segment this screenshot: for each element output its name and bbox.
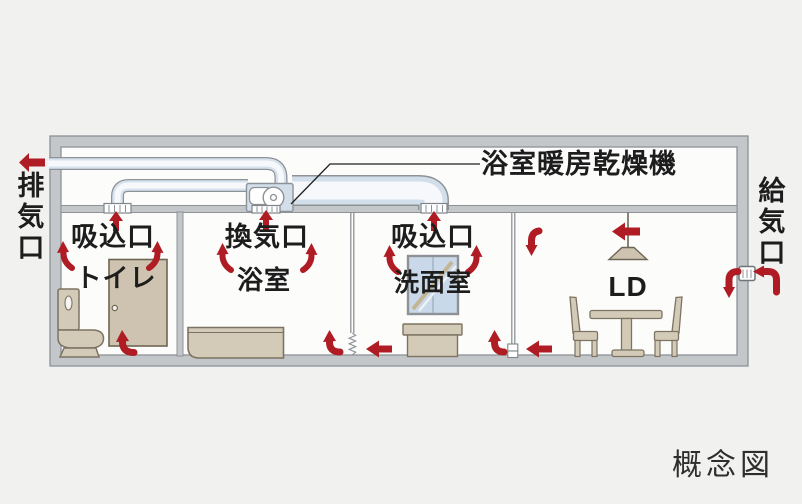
washroom-floor-up-arrow-icon	[488, 330, 508, 356]
washroom-inlet-label: 吸込口	[391, 222, 475, 252]
exhaust-duct	[48, 157, 288, 189]
partition-toilet-bath	[176, 211, 184, 357]
exhaust-duct-lumen	[48, 160, 284, 189]
bath-vent-arrow-icon	[259, 210, 273, 230]
bath-vent-label: 換気口	[225, 222, 309, 252]
washroom-duct-lumen	[292, 181, 443, 211]
air-gap-squiggle-icon	[347, 332, 358, 356]
room-label-living-dining: LD	[608, 271, 648, 302]
wall-band	[50, 136, 748, 366]
washroom-inlet-arrow-icon	[427, 211, 441, 231]
ld-downdraft-arrow-icon	[525, 227, 543, 256]
toilet-inlet-arrow-icon	[109, 211, 123, 231]
room-label-bathroom: 浴室	[236, 265, 292, 295]
bath-floor-up-arrow-icon	[323, 330, 344, 356]
toilet-duct	[111, 179, 248, 207]
room-label-toilet: トイレ	[75, 263, 157, 293]
unit-label: 浴室暖房乾燥機	[481, 149, 677, 179]
washroom-rising-air-arrows	[383, 245, 483, 275]
leader-line	[290, 163, 480, 205]
supply-inside-arrow-icon	[723, 268, 742, 298]
washroom-to-bath-arrow-icon	[366, 340, 392, 358]
partition-bath-washroom	[350, 212, 355, 333]
ceiling-line	[60, 205, 738, 213]
toilet-icon	[57, 288, 105, 358]
toilet-duct-lumen	[114, 182, 248, 207]
partition-walls	[176, 211, 519, 359]
wall-outer-line	[49, 135, 749, 367]
exhaust-port-label: 排気口	[13, 171, 44, 264]
washroom-duct	[292, 175, 449, 217]
exhaust-arrow-icon	[19, 153, 45, 172]
supply-outside-arrow-icon	[753, 265, 780, 296]
toilet-rising-air-arrows	[57, 241, 164, 271]
wall-vent-icon	[738, 265, 756, 282]
vanity-cabinet	[406, 334, 459, 358]
toilet-door-undercut-arrow-icon	[116, 330, 138, 356]
partition-washroom-ld	[511, 212, 516, 344]
ld-to-washroom-arrow-icon	[526, 340, 552, 358]
toilet-inlet-label: 吸込口	[71, 222, 155, 252]
fan-unit-icon	[245, 182, 294, 213]
undercut-grille-icon	[507, 343, 519, 359]
bath-rising-air-arrows	[216, 243, 318, 273]
dining-table-icon	[589, 309, 663, 358]
bathtub-icon	[187, 326, 285, 359]
supply-port-label: 給気口	[754, 176, 785, 269]
pendant-airflow-arrow-icon	[612, 222, 640, 241]
diagram-caption: 概念図	[672, 449, 774, 482]
vanity-icon	[402, 254, 463, 358]
dining-set	[569, 296, 683, 358]
vanity-counter	[402, 323, 463, 336]
chair-icon-left	[569, 296, 599, 358]
ceiling-grille-icon-toilet	[103, 202, 132, 214]
chair-icon-right	[653, 296, 683, 358]
door-knob-icon	[111, 304, 119, 312]
room-label-washroom: 洗面室	[393, 269, 473, 297]
fan-hub	[269, 193, 278, 202]
airflow-arrows	[19, 153, 780, 358]
door-icon	[108, 258, 168, 347]
